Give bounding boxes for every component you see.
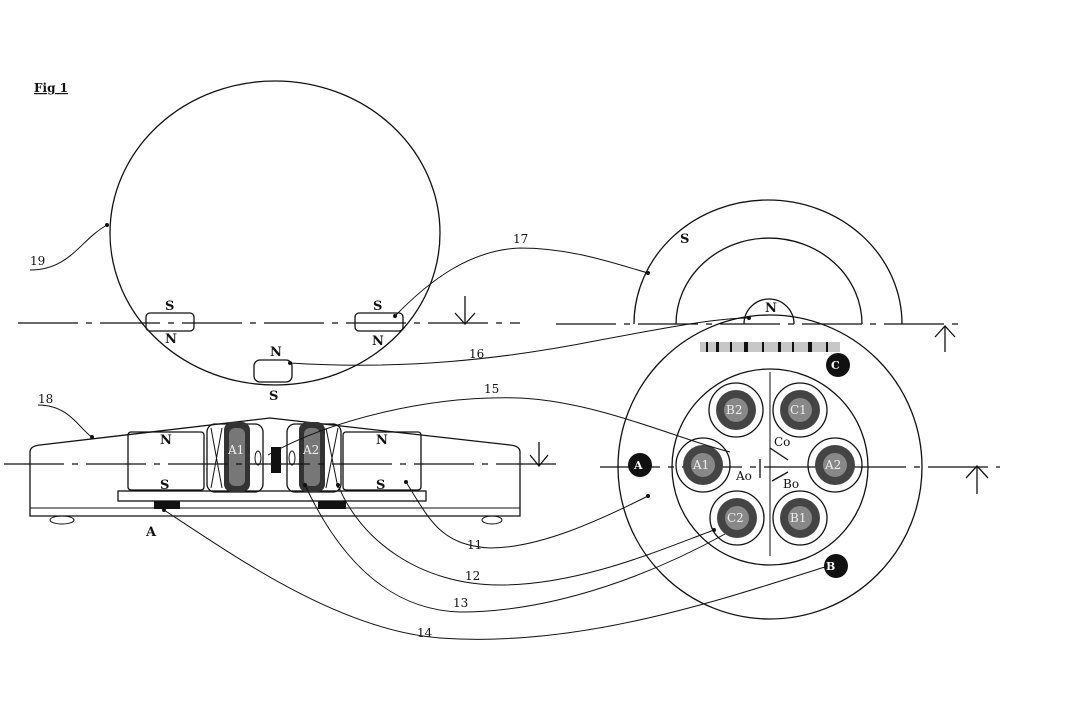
center-marker-left <box>254 450 262 466</box>
outer-arc <box>633 199 903 325</box>
contact-block-right <box>318 501 346 509</box>
coil-b1: B1 <box>772 490 828 546</box>
numeral-11: 11 <box>467 538 482 552</box>
leader-18 <box>37 404 93 438</box>
pole-label: N <box>765 301 777 316</box>
winding-line <box>210 427 223 489</box>
foot-left <box>49 515 75 525</box>
terminal-label: A <box>633 459 643 472</box>
leader-12 <box>337 484 715 586</box>
coil-c2: C2 <box>709 490 765 546</box>
contact-block-left <box>154 501 180 509</box>
magnet-bottom <box>253 359 293 383</box>
coil-a1: A1 <box>675 437 731 493</box>
down-arrow-icon <box>454 296 476 325</box>
leader-17 <box>394 247 649 317</box>
half-ring-magnet: S N <box>556 199 966 352</box>
stator-plan-view: B2 C1 A1 A2 C2 <box>600 314 1000 620</box>
coil-b2: B2 <box>708 382 764 438</box>
coil-label: A1 <box>227 443 244 457</box>
coil-label: C2 <box>727 511 744 525</box>
pole-label: S <box>269 389 278 404</box>
neutral-label-ao: Ao <box>735 469 752 483</box>
coil-label: A2 <box>824 458 841 472</box>
coil-label: A2 <box>302 443 319 457</box>
coil-a2: A2 <box>807 437 863 493</box>
numeral-18: 18 <box>38 392 53 406</box>
figure-title: Fig 1 <box>34 81 68 95</box>
numeral-17: 17 <box>513 232 528 246</box>
leader-16 <box>289 317 750 366</box>
pole-label: S <box>165 299 174 314</box>
up-arrow-icon <box>934 325 956 352</box>
terminal-label: B <box>826 560 835 573</box>
magnet-block-right <box>342 431 422 491</box>
reference-numerals: 19 17 16 15 18 11 12 13 14 <box>30 232 528 640</box>
coil-label: C1 <box>790 403 807 417</box>
leader-14 <box>163 509 829 640</box>
center-pole <box>743 298 795 325</box>
numeral-14: 14 <box>417 626 433 640</box>
center-core <box>271 447 281 473</box>
pole-label: N <box>376 433 388 448</box>
coil-core-inner-a2 <box>304 428 320 486</box>
leader-15 <box>267 397 731 456</box>
center-marker-right <box>288 450 296 466</box>
up-arrow-icon <box>965 465 989 494</box>
pole-label: S <box>160 478 169 493</box>
pole-label: S <box>680 232 689 247</box>
foot-right <box>481 515 503 525</box>
pole-label: N <box>165 332 177 347</box>
magnet-block-left <box>127 431 205 491</box>
winding-line <box>325 427 339 489</box>
coil-label: B1 <box>790 511 806 525</box>
coil-label: B2 <box>726 403 742 417</box>
pole-label: S <box>376 478 385 493</box>
terminal-a: A <box>628 453 652 477</box>
rotor-circle <box>109 80 441 386</box>
coil-c1: C1 <box>772 382 828 438</box>
pole-label: N <box>270 345 282 360</box>
neutral-label-co: Co <box>774 435 790 449</box>
base-plate <box>117 490 427 502</box>
magnet-left <box>145 312 195 332</box>
housing <box>29 417 521 517</box>
neutral-switch-co <box>769 447 789 461</box>
leader-lines <box>29 223 829 640</box>
down-arrow-icon <box>529 442 549 468</box>
pole-label: N <box>372 334 384 349</box>
leader-19 <box>29 224 108 271</box>
pole-label: N <box>160 433 172 448</box>
leader-13 <box>304 484 726 613</box>
neutral-label-bo: Bo <box>783 477 799 491</box>
pole-label: S <box>373 299 382 314</box>
terminal-label: C <box>831 359 840 372</box>
inner-arc <box>675 237 863 325</box>
coil-label: A1 <box>692 458 709 472</box>
neutral-switch-bo <box>771 471 789 482</box>
numeral-12: 12 <box>465 569 480 583</box>
terminal-b: B <box>824 554 848 578</box>
numeral-19: 19 <box>30 254 45 268</box>
magnet-right <box>354 312 404 332</box>
bottom-label: A <box>145 525 157 540</box>
numeral-16: 16 <box>469 347 484 361</box>
numeral-13: 13 <box>453 596 468 610</box>
leader-11 <box>405 481 649 549</box>
rotor-disc-top-view: S N S N N S <box>18 80 520 404</box>
coil-core-inner-a1 <box>229 428 245 486</box>
stator-cross-section: N S N S A1 A2 A <box>4 417 562 540</box>
terminal-c: C <box>826 353 850 377</box>
stator-texture <box>700 342 840 352</box>
numeral-15: 15 <box>484 382 499 396</box>
